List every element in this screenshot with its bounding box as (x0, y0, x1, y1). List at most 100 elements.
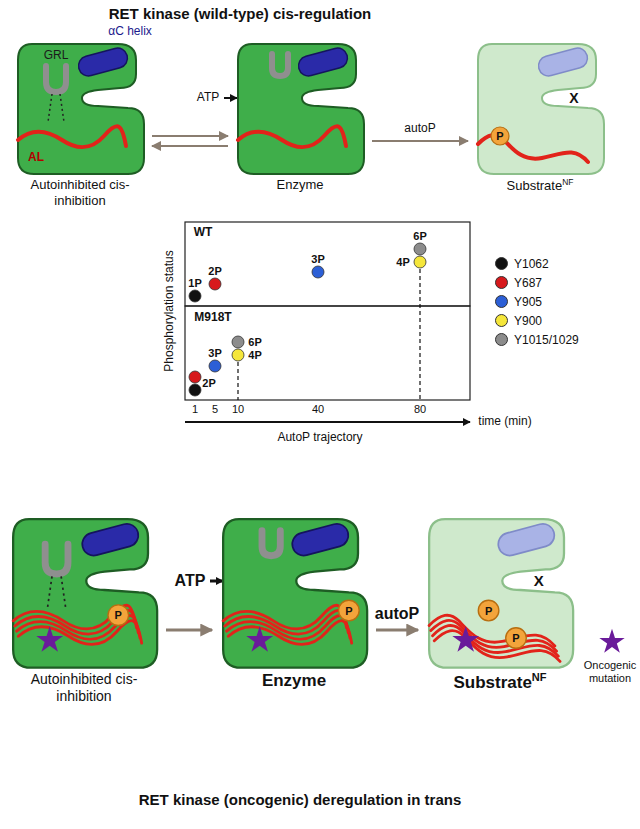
reaction-arrow (372, 141, 468, 142)
oncogenic-star (599, 629, 624, 653)
kinase-outline (238, 44, 364, 174)
time-marker (237, 362, 238, 400)
alpha-c-helix (76, 46, 129, 78)
data-point (414, 256, 426, 268)
point-label: 3P (208, 347, 221, 360)
inhibitory-contact (47, 576, 52, 608)
legend-text: Y900 (514, 314, 542, 328)
data-point (209, 360, 221, 372)
inhibitory-contact (60, 94, 64, 122)
kinase-body (13, 519, 157, 668)
kinase-body (429, 519, 573, 668)
legend-note: Oncogenic mutation (582, 659, 638, 684)
activation-loop (238, 126, 346, 147)
axis-unit: time (min) (478, 415, 531, 429)
block-mark: X (569, 90, 578, 106)
part-label: AL (28, 151, 44, 165)
legend: Y1062Y687Y905Y900Y1015/1029 (495, 254, 579, 349)
kinase-state: Enzyme (230, 36, 370, 193)
activation-loop (228, 621, 351, 645)
arrow-line (166, 629, 212, 632)
kinase-state: Enzyme (214, 510, 374, 691)
point-label: 6P (248, 336, 261, 349)
axis-title: AutoP trajectory (277, 431, 362, 445)
alpha-c-helix (80, 521, 141, 558)
time-axis (185, 421, 470, 423)
kinase-body (223, 519, 367, 668)
kinase-outline (478, 44, 604, 174)
arrow-line (372, 140, 468, 142)
arrow-line (376, 629, 418, 632)
alpha-c-helix (536, 46, 589, 78)
molecule-label: ATP (175, 572, 206, 590)
oncogenic-star (36, 626, 63, 651)
oncogenic-star (246, 626, 273, 651)
tick-label: 5 (212, 403, 218, 416)
data-point (312, 266, 324, 278)
tick-label: 40 (312, 403, 324, 416)
legend-row: Y905 (495, 292, 579, 311)
reaction-arrow (152, 136, 228, 146)
alpha-c-helix (496, 521, 557, 558)
inhibitory-contact (61, 576, 66, 608)
state-caption: SubstrateNF (420, 671, 580, 693)
legend-text: Y905 (514, 295, 542, 309)
legend-row: Y1015/1029 (495, 330, 579, 349)
phospho-site (478, 600, 499, 621)
data-point (414, 243, 426, 255)
legend-swatch (495, 333, 508, 346)
section-title: RET kinase (wild-type) cis-regulation (109, 5, 372, 22)
activation-loop (18, 126, 126, 147)
data-point (189, 384, 201, 396)
alpha-c-helix (290, 521, 351, 558)
legend-text: Y1062 (514, 257, 549, 271)
caption-text: Enzyme (277, 177, 324, 192)
part-label: GRL (44, 49, 69, 63)
caption-text: Autoinhibited cis-inhibition (31, 671, 138, 704)
reaction-arrow (376, 630, 418, 631)
phospho-label: P (512, 632, 519, 645)
panel-frame (185, 306, 470, 400)
kinase-state: SubstrateNF (470, 36, 610, 194)
activation-loop (434, 631, 560, 662)
legend-row: Y900 (495, 311, 579, 330)
data-point (189, 290, 201, 302)
legend-text: Y687 (514, 276, 542, 290)
grl-loop (272, 54, 288, 76)
caption-text: Substrate (507, 178, 563, 193)
kinase-body (18, 44, 144, 174)
block-mark: X (534, 572, 544, 589)
caption-text: Substrate (453, 673, 531, 692)
superscript: NF (532, 671, 547, 683)
tick-label: 80 (414, 403, 426, 416)
kinase-body (478, 44, 604, 174)
phospho-label: P (115, 609, 122, 622)
kinase-outline (18, 44, 144, 174)
data-point (232, 336, 244, 348)
phospho-label: P (345, 604, 352, 617)
section-title: RET kinase (oncogenic) deregulation in t… (139, 791, 462, 808)
legend-text: Y1015/1029 (514, 333, 579, 347)
legend-row: Y687 (495, 273, 579, 292)
state-caption: Autoinhibited cis-inhibition (4, 671, 164, 705)
reverse-arrow (152, 145, 228, 147)
legend-swatch (495, 295, 508, 308)
inhibitory-contact (48, 94, 52, 122)
state-caption: Enzyme (230, 177, 370, 193)
superscript: NF (562, 177, 573, 187)
state-caption: Autoinhibited cis-inhibition (10, 177, 150, 208)
arrow-label: autoP (402, 122, 437, 135)
grl-loop (262, 531, 280, 556)
grl-loop (45, 544, 68, 574)
phospho-label: P (496, 130, 503, 143)
kinase-shape (230, 36, 370, 176)
arrow-label: autoP (373, 605, 421, 623)
alpha-c-helix (296, 46, 349, 78)
part-label: αC helix (108, 25, 152, 39)
point-label: 1P (188, 277, 201, 290)
caption-text: Enzyme (262, 671, 326, 690)
kinase-shape (4, 510, 164, 670)
tick-label: 10 (232, 403, 244, 416)
point-label: 2P (208, 265, 221, 278)
panel-label: M918T (194, 311, 231, 325)
